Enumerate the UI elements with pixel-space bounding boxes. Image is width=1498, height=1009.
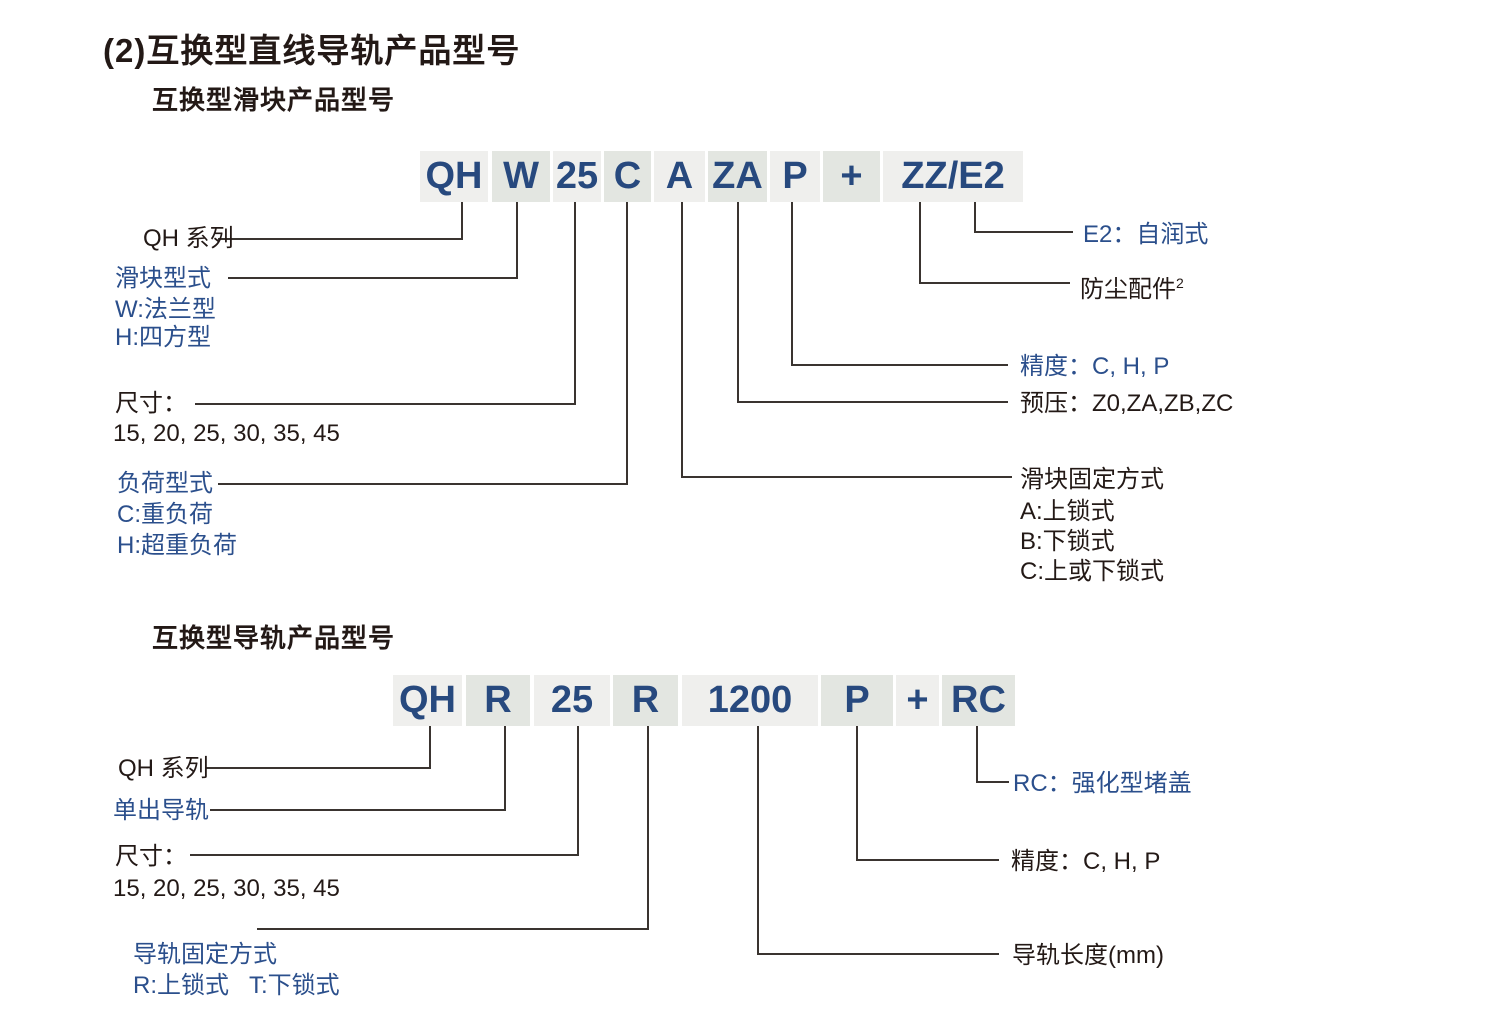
page-title: (2)互换型直线导轨产品型号 — [103, 32, 521, 69]
model-segment-dust-e2: ZZ/E2 — [883, 151, 1023, 202]
connector-slider-series — [218, 202, 463, 240]
rail-section-title: 互换型导轨产品型号 — [152, 623, 396, 653]
rail-length-label: 导轨长度(mm) — [1012, 942, 1164, 969]
slider-accuracy-label: 精度：C, H, P — [1020, 353, 1170, 380]
connector-rail-accuracy — [856, 725, 999, 861]
connector-slider-accuracy — [791, 202, 1008, 366]
connector-block-type — [228, 202, 518, 279]
rc-label: RC：强化型堵盖 — [1013, 770, 1192, 797]
slider-size-title-label: 尺寸： — [115, 390, 187, 417]
connector-dust — [919, 202, 1070, 284]
model-segment-size: 25 — [553, 151, 601, 202]
e2-label: E2：自润式 — [1083, 221, 1209, 248]
block-type-w-label: W:法兰型 — [115, 296, 216, 323]
connector-preload — [737, 202, 1008, 403]
model-segment-accuracy: P — [770, 151, 820, 202]
block-type-h-label: H:四方型 — [115, 324, 211, 351]
rail-fixing-values: R:上锁式 T:下锁式 — [133, 972, 340, 999]
rail-segment-accuracy: P — [821, 675, 893, 726]
dust-accessory-label: 防尘配件2 — [1080, 269, 1184, 304]
model-segment-load: C — [604, 151, 651, 202]
model-segment-fixing: A — [654, 151, 705, 202]
model-segment-series: QH — [420, 151, 488, 202]
rail-segment-series: QH — [393, 675, 462, 726]
load-type-title-label: 负荷型式 — [117, 470, 213, 497]
connector-block-fixing — [681, 202, 1012, 478]
rail-segment-rail-type: R — [466, 675, 530, 726]
model-segment-plus: + — [823, 151, 880, 202]
block-fixing-a-label: A:上锁式 — [1020, 498, 1115, 525]
rail-accuracy-label: 精度：C, H, P — [1011, 848, 1161, 875]
connector-slider-size — [195, 202, 576, 405]
rail-series-label: QH 系列 — [118, 755, 209, 782]
slider-section-title: 互换型滑块产品型号 — [152, 85, 396, 115]
dust-footnote-mark: 2 — [1176, 275, 1184, 291]
connector-rc — [976, 725, 1009, 783]
single-rail-label: 单出导轨 — [113, 797, 209, 824]
model-segment-block-type: W — [492, 151, 550, 202]
rail-segment-size: 25 — [534, 675, 610, 726]
slider-series-label: QH 系列 — [143, 225, 234, 252]
rail-segment-rc: RC — [942, 675, 1015, 726]
connector-rail-size — [190, 725, 579, 856]
connector-e2 — [974, 202, 1073, 233]
rail-segment-plus: + — [896, 675, 939, 726]
rail-size-values: 15, 20, 25, 30, 35, 45 — [113, 875, 340, 902]
slider-size-values: 15, 20, 25, 30, 35, 45 — [113, 420, 340, 447]
block-fixing-title-label: 滑块固定方式 — [1020, 466, 1164, 493]
rail-fixing-title-label: 导轨固定方式 — [133, 941, 277, 968]
connector-rail-length — [757, 725, 999, 955]
block-fixing-c-label: C:上或下锁式 — [1020, 558, 1164, 585]
connector-rail-series — [205, 725, 431, 769]
block-type-title-label: 滑块型式 — [115, 265, 211, 292]
block-fixing-b-label: B:下锁式 — [1020, 528, 1115, 555]
load-type-c-label: C:重负荷 — [117, 501, 213, 528]
load-type-h-label: H:超重负荷 — [117, 532, 237, 559]
connector-single-rail — [210, 725, 506, 811]
dust-accessory-text: 防尘配件 — [1080, 276, 1176, 303]
rail-segment-length: 1200 — [682, 675, 818, 726]
rail-segment-fixing: R — [613, 675, 678, 726]
preload-label: 预压：Z0,ZA,ZB,ZC — [1020, 390, 1234, 417]
rail-size-title-label: 尺寸： — [115, 843, 187, 870]
model-segment-preload: ZA — [708, 151, 767, 202]
